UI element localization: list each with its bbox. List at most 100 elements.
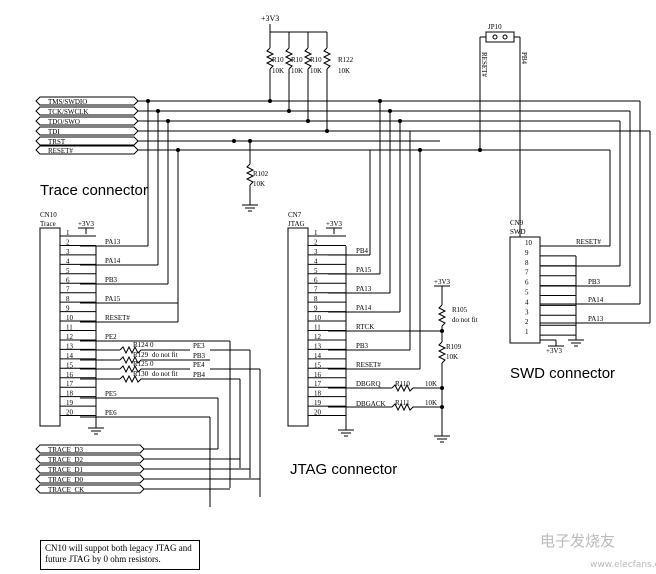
- cn7-pin-number: 7: [314, 286, 318, 294]
- cn7-net-pa15: PA15: [356, 266, 372, 274]
- swd-title: SWD connector: [510, 365, 615, 382]
- trace-d1: TRACE_D1: [48, 466, 84, 474]
- cn10-pin-number: 14: [66, 352, 74, 360]
- cn10-net-pe3: PE3: [193, 342, 205, 350]
- cn9-net-pa13: PA13: [588, 315, 604, 323]
- cn7-pin-number: 13: [314, 342, 322, 350]
- watermark-logo: 电子发烧友: [540, 532, 616, 550]
- pullup-resistors: [265, 47, 332, 70]
- r122-label: R122: [338, 56, 354, 64]
- cn7-net-reset: RESET#: [356, 361, 381, 369]
- cn10-pin-number: 4: [66, 257, 70, 265]
- cn7-pin-number: 3: [314, 248, 318, 256]
- cn10-pin-number: 10: [66, 314, 74, 322]
- cn7-net-pa13: PA13: [356, 285, 372, 293]
- r110-label: R110: [395, 380, 410, 388]
- cn10-net-pe5: PE5: [105, 390, 117, 398]
- cn7-pin-number: 17: [314, 380, 322, 388]
- bus-ports: [35, 96, 139, 155]
- cn7-net-dbgack: DBGACK: [356, 400, 386, 408]
- cn10-net-pb4: PB4: [193, 371, 206, 379]
- jp10-body: [485, 31, 515, 43]
- r124-label: R124: [133, 341, 149, 349]
- cn10-net-pe4: PE4: [193, 361, 205, 369]
- r103-value: 10K: [310, 67, 322, 75]
- cn7-pin-number: 16: [314, 371, 322, 379]
- cn7-pin-number: 4: [314, 257, 318, 265]
- cn7-pin-number: 20: [314, 409, 322, 417]
- trace-ck: TRACE_CK: [48, 486, 84, 494]
- r111-label: R111: [395, 399, 410, 407]
- cn10-pin-number: 6: [66, 276, 70, 284]
- cn9-supply: +3V3: [546, 347, 563, 355]
- cn10-supply: +3V3: [78, 220, 95, 228]
- cn7-pin-number: 14: [314, 352, 322, 360]
- cn7-pin-number: 8: [314, 295, 318, 303]
- cn7-net-rtck: RTCK: [356, 323, 374, 331]
- cn10-pin-number: 8: [66, 295, 70, 303]
- cn10-net-reset: RESET#: [105, 314, 130, 322]
- cn7-pin-number: 6: [314, 276, 318, 284]
- cn7-net-pb4: PB4: [356, 247, 369, 255]
- r102-value: 10K: [253, 180, 265, 188]
- cn9-pin-number: 6: [525, 279, 529, 287]
- cn9-pin-number: 8: [525, 259, 529, 267]
- cn9-pin-number: 10: [525, 239, 533, 247]
- r125-value: 0: [150, 360, 154, 368]
- cn9-net-pa14: PA14: [588, 296, 604, 304]
- cn9-body: [509, 236, 541, 344]
- cn10-pin-number: 13: [66, 342, 74, 350]
- cn10-body: [39, 227, 61, 427]
- cn10-pin-number: 11: [66, 324, 73, 332]
- supply-label-top: +3V3: [261, 14, 279, 23]
- r125-label: R125: [133, 360, 149, 368]
- cn9-pin-number: 3: [525, 308, 529, 316]
- cn10-net-pa15: PA15: [105, 295, 121, 303]
- cn7-pin-number: 11: [314, 324, 321, 332]
- cn9-name: SWD: [510, 228, 526, 236]
- trace-d3: TRACE_D3: [48, 446, 84, 454]
- r109-value: 10K: [446, 353, 458, 361]
- cn7-net-dbgrq: DBGRQ: [356, 380, 381, 388]
- cn7-name: JTAG: [288, 220, 305, 228]
- r101-value: 10K: [291, 67, 303, 75]
- r109-label: R109: [446, 343, 462, 351]
- cn9-pin-number: 1: [525, 328, 529, 336]
- r100-value: 10K: [272, 67, 284, 75]
- cn7-ref: CN7: [288, 211, 302, 219]
- bus-tck: TCK/SWCLK: [48, 108, 88, 116]
- cn7-net-pb3: PB3: [356, 342, 369, 350]
- r130-value: do not fit: [152, 370, 178, 378]
- trace-select-resistors: [119, 345, 190, 384]
- trace-d2: TRACE_D2: [48, 456, 84, 464]
- cn10-net-pb3b: PB3: [193, 352, 206, 360]
- r101-label: R10: [291, 56, 303, 64]
- bus-trst: TRST: [48, 138, 66, 146]
- cn7-pin-number: 15: [314, 361, 322, 369]
- r124-value: 0: [150, 341, 154, 349]
- trace-title: Trace connector: [40, 182, 148, 199]
- cn7-pin-number: 5: [314, 267, 318, 275]
- cn9-ref: CN9: [510, 219, 524, 227]
- cn10-pin-number: 3: [66, 248, 70, 256]
- bus-tms: TMS/SWDIO: [48, 98, 87, 106]
- bus-tdi: TDI: [48, 128, 60, 136]
- cn10-net-pb3: PB3: [105, 276, 118, 284]
- cn10-ref: CN10: [40, 211, 57, 219]
- cn10-pin-number: 1: [66, 229, 70, 237]
- cn7-pin-number: 1: [314, 229, 318, 237]
- cn10-pin-number: 16: [66, 371, 74, 379]
- cn10-pin-number: 19: [66, 399, 74, 407]
- cn9-net-reset: RESET#: [576, 238, 601, 246]
- trace-d0: TRACE_D0: [48, 476, 84, 484]
- r129-label: R129: [133, 351, 149, 359]
- cn9-pin-number: 2: [525, 318, 529, 326]
- r100-label: R10: [272, 56, 284, 64]
- r105-supply: +3V3: [434, 278, 451, 286]
- cn9-pin-number: 9: [525, 249, 529, 257]
- cn7-pin-number: 18: [314, 390, 322, 398]
- r122-value: 10K: [338, 67, 350, 75]
- cn10-net-pe6: PE6: [105, 409, 117, 417]
